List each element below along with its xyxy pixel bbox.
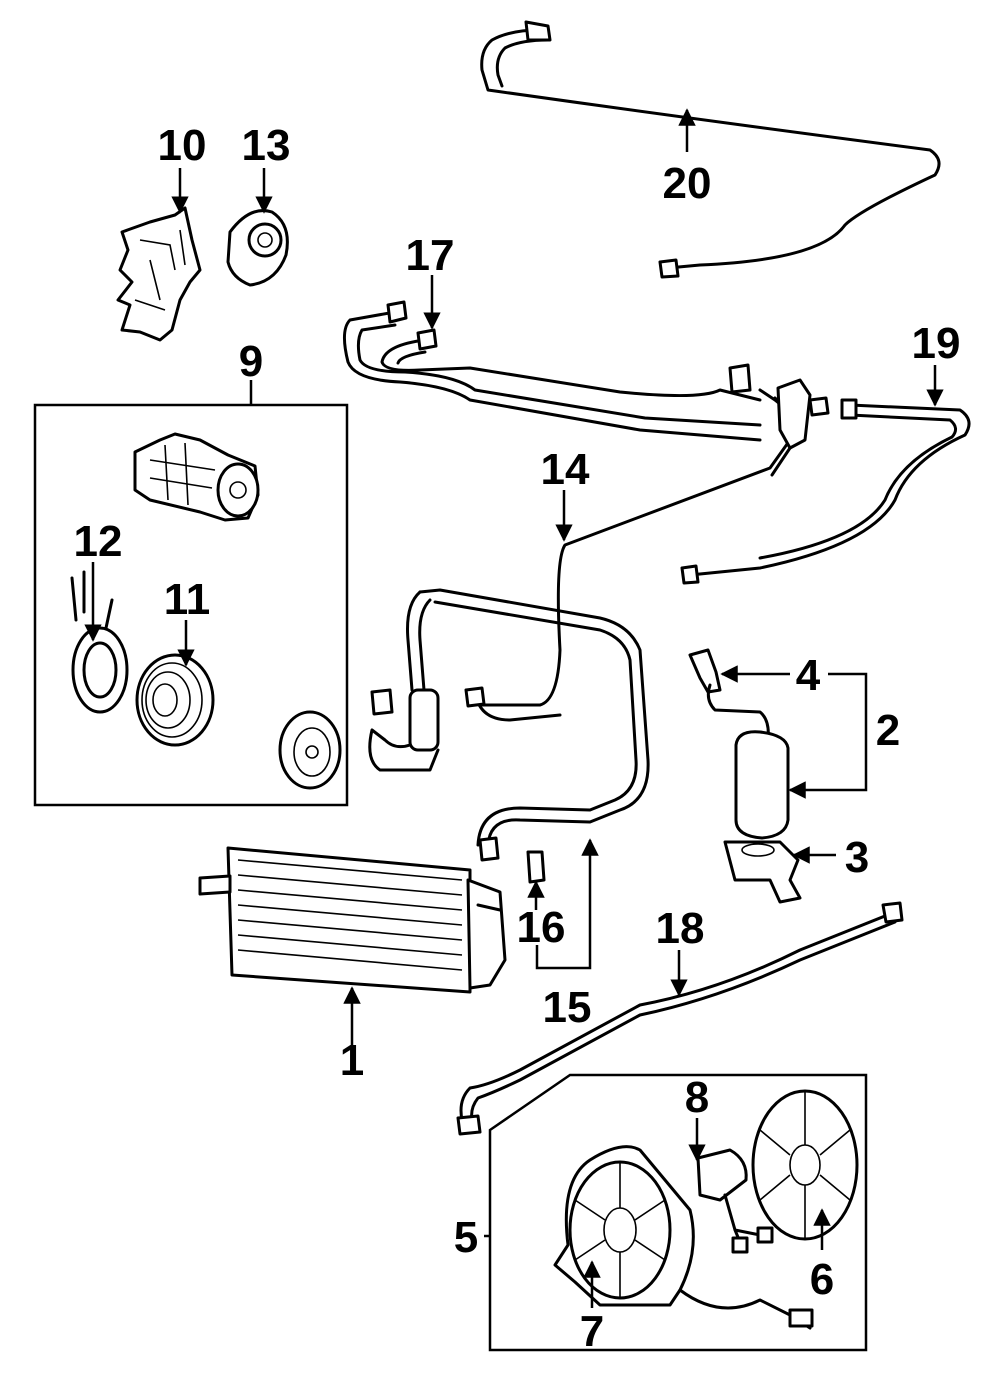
callout-19: 19 xyxy=(912,319,961,368)
fan-group-box xyxy=(488,1073,868,1352)
callout-14: 14 xyxy=(541,445,590,494)
callout-5: 5 xyxy=(454,1213,478,1262)
bracket-10 xyxy=(116,206,202,342)
fan-blade-6 xyxy=(751,1089,859,1241)
callout-18: 18 xyxy=(656,904,705,953)
leader-lines xyxy=(84,108,944,1308)
clutch-coil-12 xyxy=(70,570,129,714)
callout-6: 6 xyxy=(810,1255,834,1304)
callout-4: 4 xyxy=(796,651,821,700)
callout-8: 8 xyxy=(685,1073,709,1122)
accumulator-2 xyxy=(688,648,802,904)
callout-20: 20 xyxy=(663,159,712,208)
callout-3: 3 xyxy=(845,833,869,882)
fan-motor-8 xyxy=(696,1148,774,1254)
callout-10: 10 xyxy=(158,121,207,170)
idler-13 xyxy=(226,209,289,287)
callout-labels: 1 2 3 4 5 6 7 8 9 10 11 12 13 14 15 16 1… xyxy=(74,121,961,1356)
callout-16: 16 xyxy=(517,903,566,952)
compressor-group-box xyxy=(33,403,349,807)
switch-16 xyxy=(526,850,546,884)
hose-20 xyxy=(480,20,941,279)
callout-7: 7 xyxy=(580,1307,604,1356)
condenser-1 xyxy=(198,846,507,994)
compressor xyxy=(133,432,260,522)
callout-1: 1 xyxy=(340,1036,364,1085)
callout-17: 17 xyxy=(406,231,455,280)
clutch-hub xyxy=(278,710,342,790)
lines-17-14 xyxy=(343,300,830,707)
callout-11: 11 xyxy=(164,575,211,624)
callout-13: 13 xyxy=(242,121,291,170)
callout-12: 12 xyxy=(74,517,123,566)
hose-18 xyxy=(456,901,904,1136)
callout-15: 15 xyxy=(543,983,592,1032)
clutch-pulley-11 xyxy=(135,653,215,747)
callout-2: 2 xyxy=(876,706,900,755)
hose-19 xyxy=(680,398,971,585)
callout-9: 9 xyxy=(239,337,263,386)
liquid-line xyxy=(368,588,650,862)
